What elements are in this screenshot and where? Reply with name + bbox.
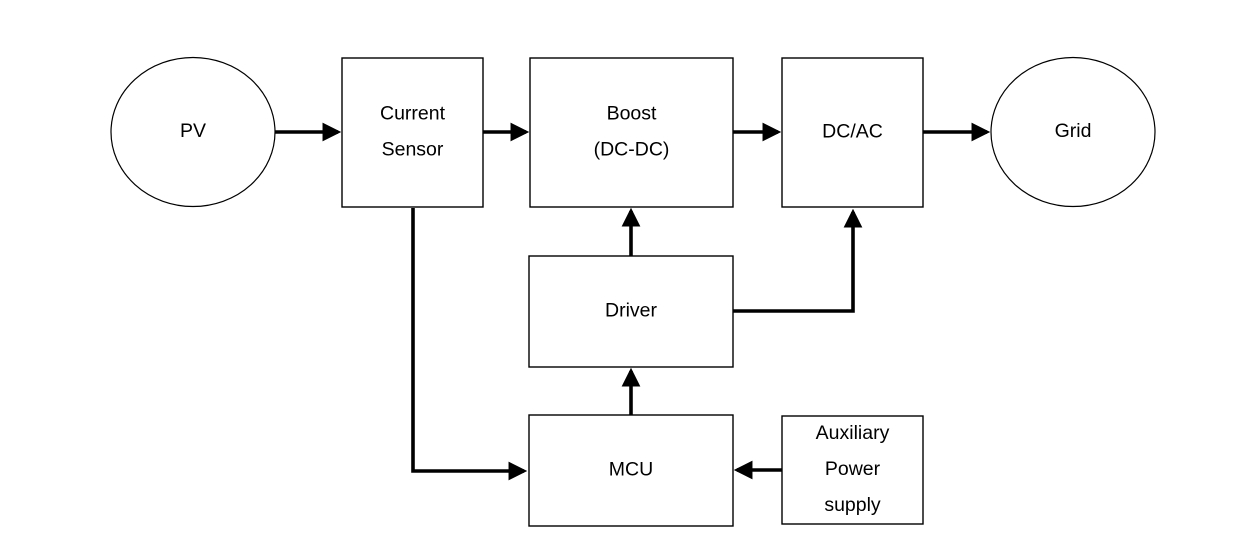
mcu-rect[interactable] [528,414,734,527]
edge-current-sensor-to-mcu [411,208,528,481]
node-driver[interactable]: Driver [528,255,734,368]
driver-rect[interactable] [528,255,734,368]
edge-driver-to-dcac [733,208,863,313]
node-mcu[interactable]: MCU [528,414,734,527]
node-boost[interactable]: Boost(DC-DC) [529,57,734,208]
node-dcac[interactable]: DC/AC [781,57,924,208]
node-grid[interactable]: Grid [990,56,1156,208]
edges-layer [273,122,991,481]
driver-label: Driver [605,300,658,322]
grid-label: Grid [1055,120,1092,142]
boost-label: Boost(DC-DC) [594,103,670,161]
pv-ellipse[interactable] [110,56,276,208]
dcac-rect[interactable] [781,57,924,208]
dcac-label: DC/AC [822,121,883,143]
node-pv[interactable]: PV [110,56,276,208]
pv-label: PV [180,120,206,142]
grid-ellipse[interactable] [990,56,1156,208]
mcu-label: MCU [609,459,653,481]
current-sensor-rect[interactable] [341,57,484,208]
boost-rect[interactable] [529,57,734,208]
aux-power-supply-rect[interactable] [781,415,924,525]
